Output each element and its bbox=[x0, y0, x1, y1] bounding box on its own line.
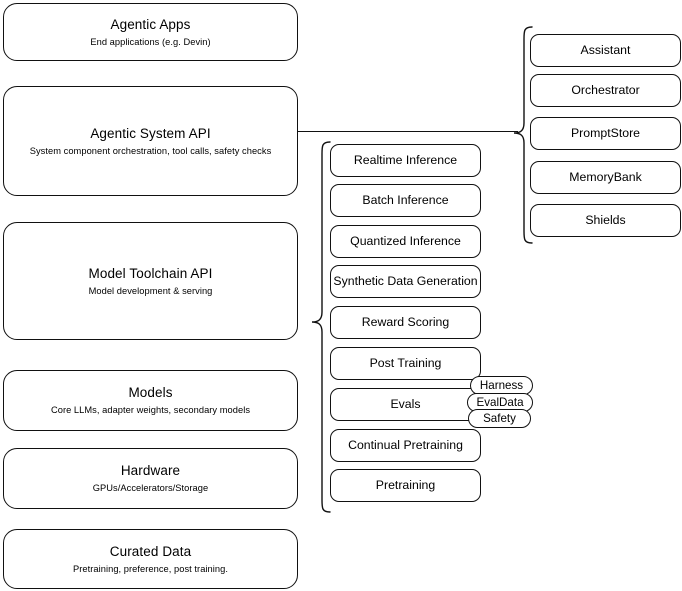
layer-title: Agentic Apps bbox=[110, 16, 191, 32]
badge-label: EvalData bbox=[476, 396, 524, 409]
layer-title: Hardware bbox=[120, 463, 181, 478]
component-synthetic-data-generation[interactable]: Synthetic Data Generation bbox=[330, 265, 481, 298]
layer-agentic-system-api[interactable]: Agentic System API System component orch… bbox=[3, 86, 298, 196]
layer-curated-data[interactable]: Curated Data Pretraining, preference, po… bbox=[3, 529, 298, 589]
layer-title: Models bbox=[128, 385, 173, 400]
component-label: PromptStore bbox=[570, 126, 641, 140]
brace-model-toolchain bbox=[298, 140, 332, 515]
layer-subtitle: GPUs/Accelerators/Storage bbox=[92, 483, 209, 493]
component-orchestrator[interactable]: Orchestrator bbox=[530, 74, 681, 107]
component-quantized-inference[interactable]: Quantized Inference bbox=[330, 225, 481, 258]
component-label: Realtime Inference bbox=[353, 153, 458, 167]
badge-evaldata[interactable]: EvalData bbox=[467, 393, 533, 412]
component-label: Evals bbox=[390, 397, 421, 411]
component-label: Batch Inference bbox=[362, 193, 449, 207]
component-label: Assistant bbox=[580, 43, 631, 57]
layer-model-toolchain-api[interactable]: Model Toolchain API Model development & … bbox=[3, 222, 298, 340]
component-continual-pretraining[interactable]: Continual Pretraining bbox=[330, 429, 481, 462]
component-label: Orchestrator bbox=[571, 83, 640, 97]
layer-subtitle: End applications (e.g. Devin) bbox=[90, 36, 211, 47]
component-batch-inference[interactable]: Batch Inference bbox=[330, 184, 481, 217]
component-label: Continual Pretraining bbox=[348, 438, 463, 452]
component-label: Synthetic Data Generation bbox=[333, 274, 478, 288]
layer-subtitle: Model development & serving bbox=[88, 285, 213, 296]
layer-models[interactable]: Models Core LLMs, adapter weights, secon… bbox=[3, 370, 298, 431]
layer-subtitle: System component orchestration, tool cal… bbox=[29, 145, 272, 156]
layer-hardware[interactable]: Hardware GPUs/Accelerators/Storage bbox=[3, 448, 298, 509]
component-shields[interactable]: Shields bbox=[530, 204, 681, 237]
component-label: Quantized Inference bbox=[350, 234, 461, 248]
component-assistant[interactable]: Assistant bbox=[530, 34, 681, 67]
badge-label: Safety bbox=[483, 412, 516, 425]
layer-subtitle: Core LLMs, adapter weights, secondary mo… bbox=[50, 405, 251, 415]
component-realtime-inference[interactable]: Realtime Inference bbox=[330, 144, 481, 177]
layer-subtitle: Pretraining, preference, post training. bbox=[73, 563, 228, 574]
component-promptstore[interactable]: PromptStore bbox=[530, 117, 681, 150]
component-reward-scoring[interactable]: Reward Scoring bbox=[330, 306, 481, 339]
component-pretraining[interactable]: Pretraining bbox=[330, 469, 481, 502]
component-evals[interactable]: Evals bbox=[330, 388, 481, 421]
layer-title: Model Toolchain API bbox=[88, 265, 213, 281]
component-label: Shields bbox=[585, 213, 626, 227]
component-label: MemoryBank bbox=[569, 170, 642, 184]
layer-agentic-apps[interactable]: Agentic Apps End applications (e.g. Devi… bbox=[3, 3, 298, 61]
layer-title: Curated Data bbox=[109, 543, 192, 559]
connector-agentic-system-to-components bbox=[298, 131, 518, 133]
component-memorybank[interactable]: MemoryBank bbox=[530, 161, 681, 194]
layer-title: Agentic System API bbox=[90, 125, 211, 141]
brace-agentic-system bbox=[510, 25, 536, 247]
badge-label: Harness bbox=[479, 379, 524, 392]
component-post-training[interactable]: Post Training bbox=[330, 347, 481, 380]
badge-safety[interactable]: Safety bbox=[468, 409, 531, 428]
component-label: Post Training bbox=[369, 356, 442, 370]
component-label: Pretraining bbox=[375, 478, 436, 492]
component-label: Reward Scoring bbox=[361, 315, 450, 329]
